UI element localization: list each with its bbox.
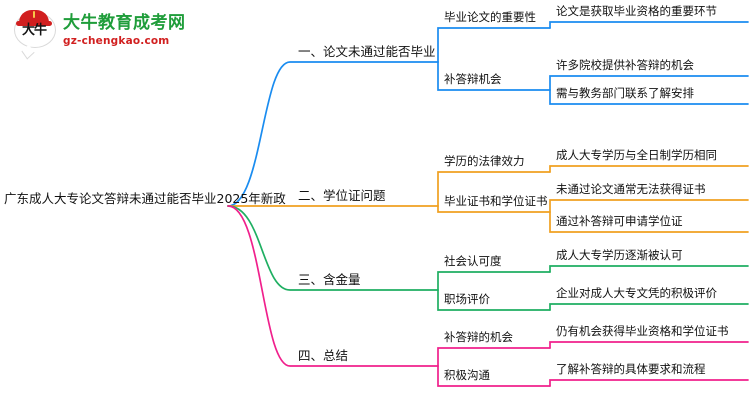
connector-path <box>437 365 551 387</box>
connector-path <box>437 171 551 207</box>
leaf-label-1-1-1[interactable]: 论文是获取毕业资格的重要环节 <box>556 4 717 18</box>
connector-path <box>549 265 749 273</box>
connector-path <box>227 205 439 291</box>
connector-path <box>549 199 749 213</box>
subbranch-label-4-2[interactable]: 积极沟通 <box>444 368 490 382</box>
leaf-label-4-1-1[interactable]: 仍有机会获得毕业资格和学位证书 <box>556 324 729 338</box>
logo-mark-text: 大牛 <box>21 23 47 38</box>
connector-path <box>549 303 749 311</box>
site-logo: 大牛 大牛教育成考网 gz-chengkao.com <box>14 10 186 60</box>
leaf-label-2-2-2[interactable]: 通过补答辩可申请学位证 <box>556 214 683 228</box>
mindmap-root-label[interactable]: 广东成人大专论文答辩未通过能否毕业2025年新政 <box>4 191 286 206</box>
subbranch-label-1-1[interactable]: 毕业论文的重要性 <box>444 10 536 24</box>
subbranch-label-3-2[interactable]: 职场评价 <box>444 292 490 306</box>
leaf-label-2-1-1[interactable]: 成人大专学历与全日制学历相同 <box>556 148 717 162</box>
logo-url: gz-chengkao.com <box>63 35 170 48</box>
subbranch-label-2-2[interactable]: 毕业证书和学位证书 <box>444 194 548 208</box>
connector-path <box>227 61 439 207</box>
leaf-label-1-2-1[interactable]: 许多院校提供补答辩的机会 <box>556 58 694 72</box>
logo-title: 大牛教育成考网 <box>63 13 186 34</box>
connector-path <box>227 205 439 367</box>
connector-path <box>437 27 551 63</box>
subbranch-label-3-1[interactable]: 社会认可度 <box>444 254 502 268</box>
leaf-label-4-2-1[interactable]: 了解补答辩的具体要求和流程 <box>556 362 706 376</box>
connector-path <box>549 89 749 105</box>
leaf-label-2-2-1[interactable]: 未通过论文通常无法获得证书 <box>556 182 706 196</box>
leaf-label-1-2-2[interactable]: 需与教务部门联系了解安排 <box>556 86 694 100</box>
branch-label-1[interactable]: 一、论文未通过能否毕业 <box>298 44 436 59</box>
branch-label-2[interactable]: 二、学位证问题 <box>298 188 386 203</box>
subbranch-label-1-2[interactable]: 补答辩机会 <box>444 72 502 86</box>
logo-bubble-icon: 大牛 <box>14 10 56 60</box>
subbranch-label-2-1[interactable]: 学历的法律效力 <box>444 154 525 168</box>
branch-label-4[interactable]: 四、总结 <box>298 348 349 363</box>
connector-path <box>437 61 551 91</box>
subbranch-label-4-1[interactable]: 补答辩的机会 <box>444 330 513 344</box>
connector-path <box>437 289 551 311</box>
connector-path <box>549 341 749 349</box>
connector-path <box>437 205 551 213</box>
leaf-label-3-1-1[interactable]: 成人大专学历逐渐被认可 <box>556 248 683 262</box>
branch-label-3[interactable]: 三、含金量 <box>298 272 361 287</box>
connector-path <box>437 271 551 291</box>
connector-path <box>549 211 749 233</box>
connector-path <box>549 21 749 29</box>
connector-path <box>549 165 749 173</box>
connector-path <box>437 347 551 367</box>
connector-path <box>549 379 749 387</box>
leaf-label-3-2-1[interactable]: 企业对成人大专文凭的积极评价 <box>556 286 717 300</box>
